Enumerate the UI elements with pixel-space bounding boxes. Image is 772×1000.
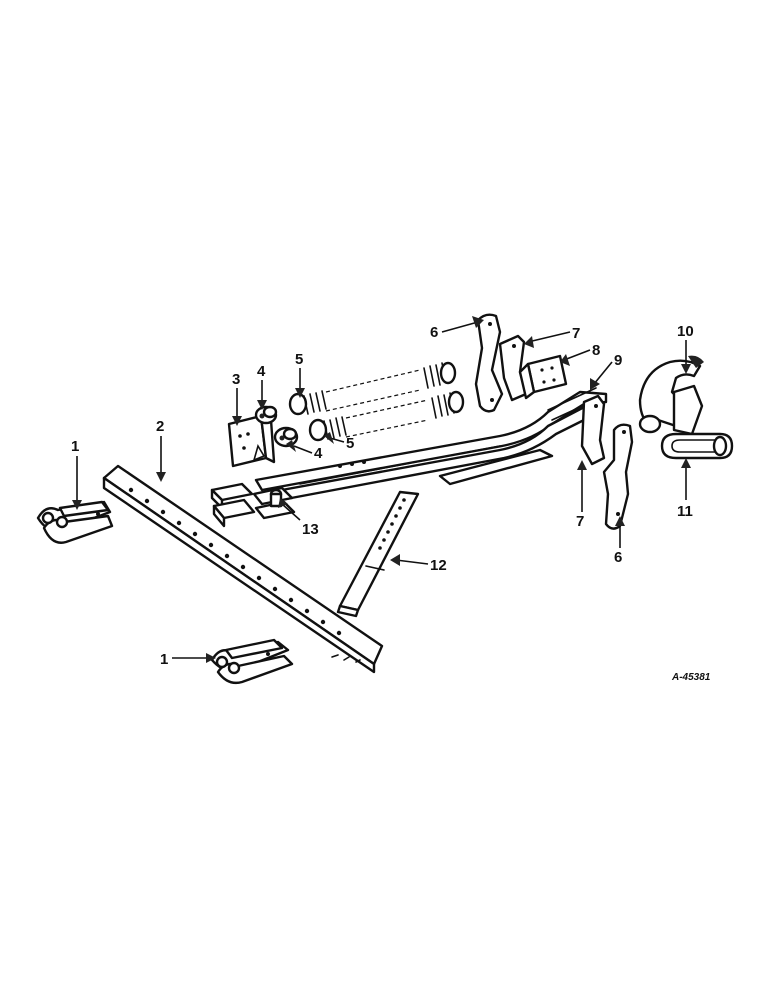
link-part-11: [660, 432, 734, 460]
callout-11: 11: [677, 503, 693, 520]
hitch-part-10: [638, 355, 704, 436]
leader-lines: [72, 316, 691, 663]
clevis-part-1-upper: [36, 500, 114, 544]
strap-part-6-lower: [602, 423, 634, 530]
spacer-part-13: [210, 482, 296, 528]
callout-2: 2: [156, 418, 164, 435]
callout-5-lower: 5: [346, 435, 354, 452]
bracket-part-8: [518, 354, 568, 400]
bar-part-12: [336, 490, 420, 618]
callout-7-lower: 7: [576, 513, 584, 530]
callout-4-lower: 4: [314, 445, 323, 462]
callout-6-upper: 6: [430, 324, 438, 341]
strap-part-7-lower: [580, 394, 606, 466]
callout-9: 9: [614, 352, 622, 369]
drawbar-part-2: [102, 464, 384, 674]
callout-4-upper: 4: [257, 363, 266, 380]
nut-part-4-upper: [254, 405, 278, 425]
nut-part-4-lower: [273, 426, 299, 448]
callout-7-upper: 7: [572, 325, 580, 342]
reference-code: A-45381: [671, 672, 711, 683]
callout-1-upper: 1: [71, 438, 79, 455]
callout-13: 13: [302, 521, 319, 538]
strap-part-7-upper: [498, 334, 528, 402]
callout-10: 10: [677, 323, 694, 340]
callout-3: 3: [232, 371, 240, 388]
drawbar-holes: [128, 487, 342, 636]
callout-labels: 1 1 2 3 4 4 5 5 6 6 7 7 8 9 10 11 12 13: [71, 323, 694, 668]
frame-part-9: [254, 387, 608, 504]
callout-5-upper: 5: [295, 351, 303, 368]
clevis-part-1-lower: [210, 638, 294, 685]
spring-part-5-upper: [288, 361, 457, 416]
bracket-part-3: [227, 414, 276, 468]
strap-part-6-upper: [474, 313, 504, 413]
callout-1-lower: 1: [160, 651, 168, 668]
callout-12: 12: [430, 557, 447, 574]
callout-6-lower: 6: [614, 549, 622, 566]
callout-8: 8: [592, 342, 600, 359]
spring-part-5-lower: [308, 390, 465, 442]
